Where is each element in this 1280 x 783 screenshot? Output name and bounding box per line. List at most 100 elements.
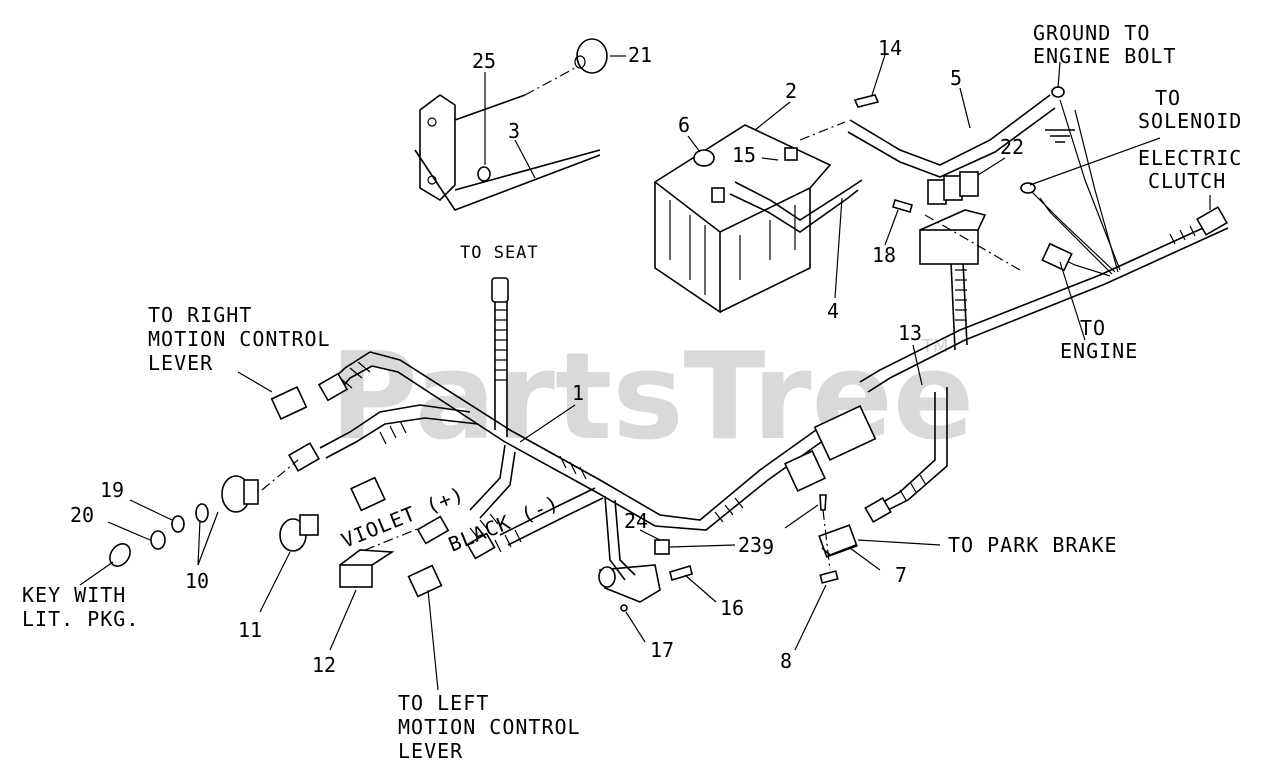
- solenoid-terminal: [1020, 182, 1036, 194]
- battery-left-side: [654, 182, 721, 314]
- label-engine-bolt: ENGINE BOLT: [1033, 44, 1176, 68]
- key-switch-parts: [109, 38, 608, 567]
- wire-to-ground-2: [1074, 109, 1119, 273]
- label-electric: ELECTRIC: [1138, 146, 1242, 170]
- battery-cable-ground-b: [847, 107, 1056, 178]
- label-to-right-2: MOTION CONTROL: [148, 327, 331, 351]
- label-ground-to: GROUND TO: [1033, 21, 1150, 45]
- bracket-clip: [598, 566, 616, 588]
- label-to-left-2: MOTION CONTROL: [398, 715, 581, 739]
- leader-20: [107, 521, 151, 541]
- wire-to-solenoid: [1029, 189, 1116, 273]
- relay-bracket: [919, 229, 979, 265]
- label-to-right-3: LEVER: [148, 351, 213, 375]
- wire-to-ground: [1059, 99, 1121, 271]
- corrugated-lower: [714, 497, 744, 523]
- label-to-solenoid-2: SOLENOID: [1138, 109, 1242, 133]
- callout-6: 6: [678, 113, 690, 137]
- rod-3: [454, 149, 601, 191]
- lower-left-parts: [279, 514, 421, 588]
- positive-terminal: [711, 187, 725, 203]
- ground-symbol: [1045, 129, 1075, 143]
- callout-2: 2: [785, 79, 797, 103]
- washer-19: [171, 515, 185, 533]
- leader-4: [834, 197, 843, 299]
- callout-24: 24: [624, 509, 648, 533]
- harness-branch-key-b: [325, 417, 479, 459]
- switch-7-base: [821, 544, 857, 556]
- connector-black-plug: [350, 476, 386, 512]
- callout-20: 20: [70, 503, 94, 527]
- ignition-switch-body: [243, 479, 259, 505]
- ground-eyelet: [1051, 86, 1065, 98]
- left-motion-harness-connector: [466, 532, 496, 560]
- leader-3: [514, 139, 536, 179]
- callout-23: 23: [738, 533, 762, 557]
- nut-25: [477, 166, 491, 182]
- clutch-connector: [1196, 206, 1228, 236]
- battery-right-side: [719, 188, 811, 313]
- harness-branch-violet-b: [479, 451, 516, 519]
- relay-plate: [919, 209, 987, 231]
- callout-16: 16: [720, 596, 744, 620]
- corrugated-clutch: [1169, 221, 1206, 245]
- dash-hour-meter: [524, 67, 576, 96]
- label-to-left-3: LEVER: [398, 739, 463, 763]
- leader-15: [761, 157, 779, 161]
- callout-8: 8: [780, 649, 792, 673]
- callout-25: 25: [472, 49, 496, 73]
- seat-connector: [491, 277, 509, 303]
- callout-14: 14: [878, 36, 902, 60]
- battery-cable-positive-b: [729, 189, 859, 233]
- leader-lines: [79, 54, 1211, 691]
- main-harness: [319, 99, 1229, 581]
- leader-7: [849, 547, 881, 571]
- relay-assembly: [892, 171, 1021, 271]
- leader-park-brake: [857, 539, 941, 546]
- corrugated-key: [379, 420, 407, 445]
- leader-17: [625, 611, 646, 643]
- violet-connector: [416, 515, 450, 545]
- callout-11: 11: [238, 618, 262, 642]
- harness-branch-key: [319, 404, 471, 449]
- battery-cable-positive: [734, 179, 863, 221]
- key-20: [109, 543, 131, 567]
- hour-meter-face: [574, 55, 586, 69]
- harness-trunk-upper: [859, 217, 1226, 383]
- callout-10: 10: [185, 569, 209, 593]
- harness-trunk-main: [369, 351, 831, 521]
- plug-11-body: [299, 514, 319, 536]
- corrugated-left-motion: [494, 529, 522, 553]
- watermark: PartsTree TM: [330, 328, 974, 467]
- leader-11: [259, 551, 291, 613]
- callout-12: 12: [312, 653, 336, 677]
- watermark-text: PartsTree: [330, 328, 974, 467]
- harness-trunk-upper-b: [867, 227, 1229, 393]
- label-key-2: LIT. PKG.: [22, 607, 139, 631]
- leader-ground: [1057, 61, 1061, 89]
- leader-24: [639, 529, 661, 541]
- battery-cable-ground: [849, 94, 1051, 166]
- key-harness-connector: [288, 442, 320, 472]
- callout-7: 7: [895, 563, 907, 587]
- leader-engine: [1059, 261, 1086, 341]
- socket-12-top: [339, 549, 395, 566]
- main-harness-connector: [813, 405, 877, 461]
- label-to-right-1: TO RIGHT: [148, 303, 252, 327]
- screw-16: [669, 564, 693, 582]
- label-key-1: KEY WITH: [22, 583, 126, 607]
- battery-top: [653, 124, 832, 233]
- callout-numbers: 1 2 3 4 5 6 7 8 9 10 11 12 13 14 15 16 1…: [70, 36, 1024, 677]
- watermark-tm: TM: [921, 336, 949, 357]
- leader-18: [884, 209, 899, 246]
- socket-12: [339, 564, 373, 588]
- clip-23: [654, 539, 670, 555]
- bracket-hole-top: [427, 117, 437, 127]
- harness-branch-bracket: [604, 495, 626, 581]
- leader-6: [687, 135, 701, 153]
- callout-9: 9: [762, 535, 774, 559]
- battery: [653, 124, 832, 314]
- positive-terminal-cover: [693, 149, 715, 167]
